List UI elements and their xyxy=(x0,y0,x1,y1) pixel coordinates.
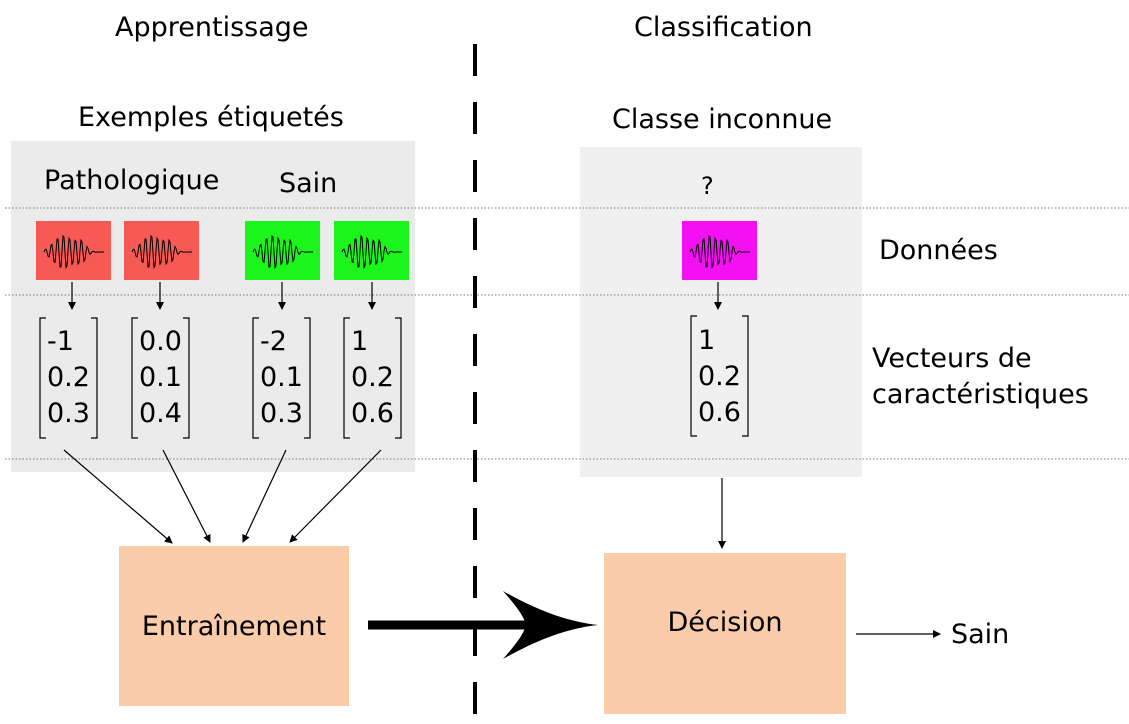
learning-heading: Apprentissage xyxy=(115,12,309,43)
signal-thumbnail xyxy=(36,221,111,280)
feature-vector: -2 0.1 0.3 xyxy=(260,324,303,432)
signal-thumbnail xyxy=(124,221,199,280)
vector-value: 0.3 xyxy=(260,398,303,429)
vector-value: 0.1 xyxy=(139,362,182,393)
signal-thumbnail xyxy=(334,221,409,280)
vector-value: 0.4 xyxy=(139,398,182,429)
classification-heading: Classification xyxy=(634,12,813,43)
decision-box: Décision xyxy=(604,553,846,714)
vector-value: -2 xyxy=(260,326,287,357)
vector-value: 0.1 xyxy=(260,362,303,393)
training-panel xyxy=(11,141,415,472)
waveform-icon xyxy=(252,234,313,269)
feature-vector: 1 0.2 0.6 xyxy=(351,324,394,432)
vector-value: 0.2 xyxy=(351,362,394,393)
vector-value: -1 xyxy=(47,326,74,357)
unknown-mark: ? xyxy=(701,172,714,200)
vector-brackets xyxy=(39,315,749,439)
model-transfer-arrow xyxy=(368,591,598,659)
waveform-icon xyxy=(341,234,402,269)
decision-label: Décision xyxy=(667,607,783,638)
vector-value: 0.6 xyxy=(351,398,394,429)
signal-thumbnail-unknown xyxy=(682,221,757,280)
vector-value: 0.3 xyxy=(47,398,90,429)
feature-vector: 0.0 0.1 0.4 xyxy=(139,324,182,432)
waveform-icon xyxy=(131,234,192,269)
healthy-label: Sain xyxy=(279,168,338,199)
feature-vector-unknown: 1 0.2 0.6 xyxy=(698,323,741,431)
pathological-label: Pathologique xyxy=(44,165,220,196)
vector-value: 0.6 xyxy=(698,397,741,428)
features-row-label-1: Vecteurs de xyxy=(872,343,1032,374)
training-label: Entraînement xyxy=(141,610,327,642)
result-label: Sain xyxy=(951,619,1010,650)
training-box: Entraînement xyxy=(119,546,349,706)
vector-value: 0.2 xyxy=(47,362,90,393)
vector-value: 1 xyxy=(698,325,716,356)
waveform-icon xyxy=(43,234,104,269)
signal-thumbnail xyxy=(245,221,320,280)
unknown-class-title: Classe inconnue xyxy=(612,104,833,135)
classification-panel xyxy=(580,147,862,477)
waveform-icon xyxy=(689,234,750,269)
vector-value: 0.0 xyxy=(139,326,182,357)
vector-value: 0.2 xyxy=(698,361,741,392)
vector-value: 1 xyxy=(351,326,369,357)
feature-vector: -1 0.2 0.3 xyxy=(47,324,90,432)
features-row-label-2: caractéristiques xyxy=(872,379,1089,410)
labeled-examples-title: Exemples étiquetés xyxy=(78,102,344,133)
data-row-label: Données xyxy=(879,235,998,266)
